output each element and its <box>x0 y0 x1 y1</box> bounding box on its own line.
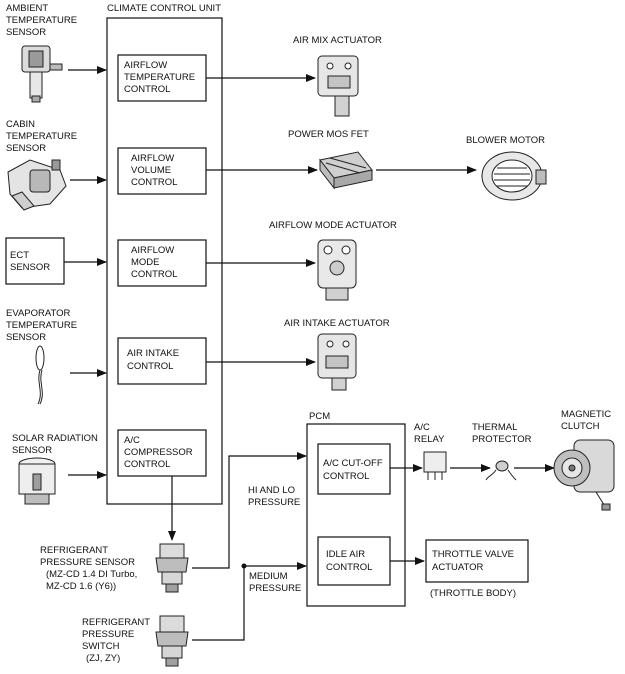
hi-lo-pressure-label: HI AND LO PRESSURE <box>248 485 300 508</box>
air-mix-actuator-icon <box>317 55 359 117</box>
ambient-temperature-sensor-icon <box>21 45 63 103</box>
air-intake-control-label: AIR INTAKE CONTROL <box>127 348 182 372</box>
airflow-volume-control-label: AIRFLOW VOLUME CONTROL <box>131 153 177 188</box>
airflow-mode-control-label: AIRFLOW MODE CONTROL <box>131 245 177 280</box>
idle-air-control-box <box>317 536 391 586</box>
air-intake-control-box <box>117 337 207 385</box>
refrigerant-pressure-sensor-label: REFRIGERANT PRESSURE SENSOR (MZ-CD 1.4 D… <box>40 545 140 592</box>
blower-motor-label: BLOWER MOTOR <box>466 135 545 146</box>
solar-radiation-sensor-icon <box>18 457 56 505</box>
refrigerant-pressure-switch-icon <box>155 615 189 667</box>
magnetic-clutch-label: MAGNETIC CLUTCH <box>561 409 614 432</box>
cabin-temperature-sensor-icon <box>7 159 67 211</box>
airflow-mode-actuator-label: AIRFLOW MODE ACTUATOR <box>269 220 397 231</box>
ect-sensor-label: ECT SENSOR <box>10 250 50 273</box>
throttle-valve-actuator-label: THROTTLE VALVE ACTUATOR <box>432 549 517 573</box>
ac-cutoff-control-label: A/C CUT-OFF CONTROL <box>323 458 385 482</box>
ambient-temperature-sensor-label: AMBIENT TEMPERATURE SENSOR <box>6 3 80 38</box>
throttle-valve-actuator-box <box>425 539 529 583</box>
air-intake-actuator-label: AIR INTAKE ACTUATOR <box>284 318 390 329</box>
airflow-mode-actuator-icon <box>317 239 357 301</box>
air-mix-actuator-label: AIR MIX ACTUATOR <box>293 35 382 46</box>
refrigerant-pressure-switch-label: REFRIGERANT PRESSURE SWITCH (ZJ, ZY) <box>82 617 153 664</box>
evaporator-temperature-sensor-label: EVAPORATOR TEMPERATURE SENSOR <box>6 308 80 343</box>
ac-compressor-control-label: A/C COMPRESSOR CONTROL <box>124 435 195 470</box>
airflow-temperature-control-label: AIRFLOW TEMPERATURE CONTROL <box>124 60 198 95</box>
ect-sensor-box <box>5 237 65 285</box>
ac-cutoff-control-box <box>317 443 391 495</box>
junction-dot <box>241 563 247 569</box>
evaporator-temperature-sensor-icon <box>35 345 45 405</box>
airflow-temperature-control-box <box>117 54 207 102</box>
climate-control-unit-title: CLIMATE CONTROL UNIT <box>107 3 221 14</box>
medium-pressure-label: MEDIUM PRESSURE <box>249 571 301 594</box>
cabin-temperature-sensor-label: CABIN TEMPERATURE SENSOR <box>6 119 80 154</box>
throttle-body-label: (THROTTLE BODY) <box>430 588 516 599</box>
ac-relay-label: A/C RELAY <box>414 422 445 445</box>
magnetic-clutch-icon <box>553 439 615 511</box>
refrigerant-pressure-sensor-icon <box>155 543 189 593</box>
ac-compressor-control-box <box>117 429 207 477</box>
blower-motor-icon <box>481 151 547 201</box>
air-intake-actuator-icon <box>317 333 357 391</box>
pcm-title: PCM <box>309 411 330 422</box>
thermal-protector-label: THERMAL PROTECTOR <box>472 422 532 445</box>
power-mos-fet-icon <box>319 151 373 190</box>
airflow-volume-control-box <box>117 147 207 195</box>
idle-air-control-label: IDLE AIR CONTROL <box>326 549 372 573</box>
solar-radiation-sensor-label: SOLAR RADIATION SENSOR <box>12 433 101 456</box>
ac-relay-icon <box>423 451 447 480</box>
thermal-protector-icon <box>485 460 517 481</box>
power-mos-fet-label: POWER MOS FET <box>288 129 369 140</box>
